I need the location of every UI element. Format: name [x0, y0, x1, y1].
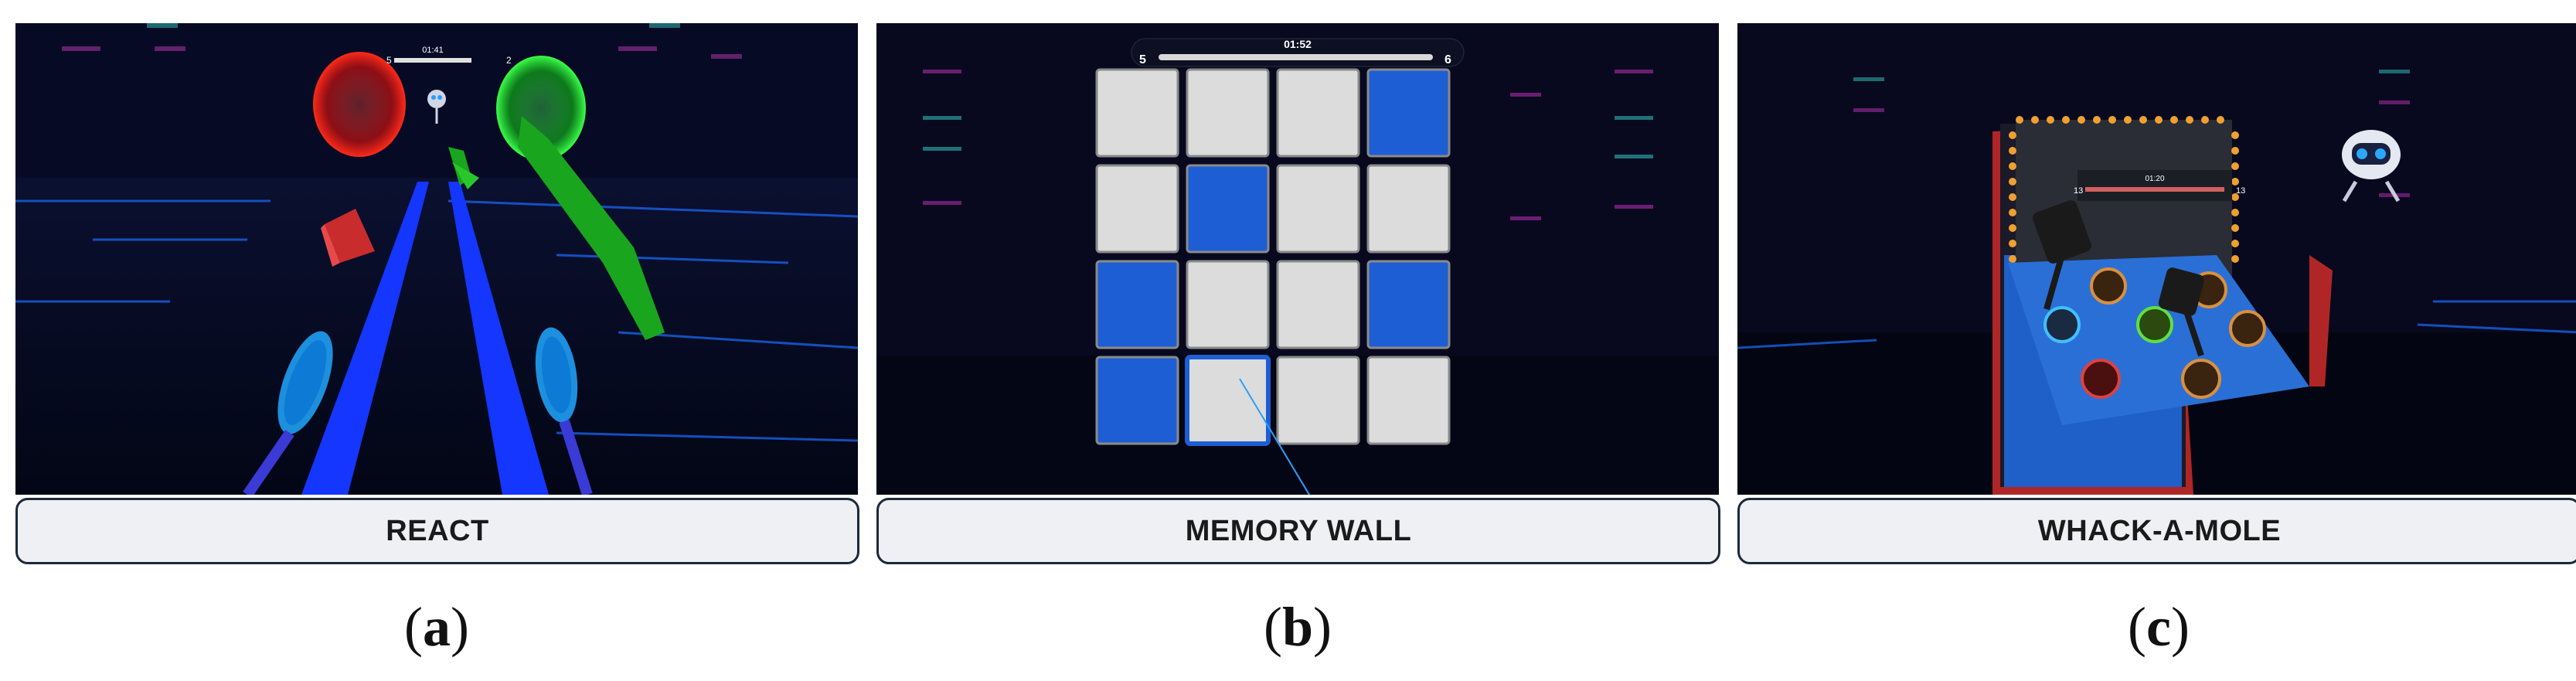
react-scene: 5 01:41 2: [15, 23, 858, 495]
whack-a-mole-label: WHACK-A-MOLE: [2037, 514, 2282, 547]
memory-wall-label-bar: MEMORY WALL: [876, 498, 1720, 564]
right-mallet: [2158, 267, 2204, 357]
caption-a: (a): [404, 596, 469, 658]
memory-tile-selected[interactable]: [1185, 355, 1271, 446]
memory-tile-gray[interactable]: [1366, 164, 1451, 254]
caption-c: (c): [2128, 596, 2190, 658]
whack-a-mole-game-screenshot: 13 01:20 13: [1737, 23, 2576, 495]
whack-hud-left-score: 13: [2074, 186, 2083, 196]
green-arrow: [518, 116, 665, 340]
memory-hud: 5 01:52 6: [1131, 38, 1465, 67]
memory-tile-gray[interactable]: [1366, 356, 1451, 445]
memory-tile-gray[interactable]: [1095, 164, 1179, 254]
panel-whack-a-mole: 13 01:20 13: [1737, 0, 2576, 681]
right-lane: [448, 182, 549, 495]
memory-tile-gray[interactable]: [1276, 68, 1360, 158]
panel-memory-wall: 5 01:52 6 MEMORY WALL (b): [876, 0, 1720, 681]
memory-tile-blue[interactable]: [1366, 260, 1451, 349]
react-game-screenshot: 5 01:41 2: [15, 23, 858, 495]
pointer-ray: [1239, 378, 1310, 495]
memory-hud-timer: 01:52: [1284, 38, 1312, 50]
left-racket: [243, 331, 333, 495]
whack-a-mole-scene: 13 01:20 13: [1737, 23, 2576, 495]
react-hud-timer: 01:41: [422, 46, 444, 55]
memory-tile-gray[interactable]: [1276, 164, 1360, 254]
memory-hud-right-score: 6: [1445, 53, 1451, 66]
react-hud: 5 01:41 2: [386, 46, 512, 66]
memory-tile-gray[interactable]: [1095, 68, 1179, 158]
memory-tile-blue[interactable]: [1095, 260, 1179, 349]
memory-wall-game-screenshot: 5 01:52 6: [876, 23, 1719, 495]
left-lane: [301, 182, 429, 495]
right-racket: [535, 327, 593, 495]
memory-wall-scene: 5 01:52 6: [876, 23, 1719, 495]
react-label-bar: REACT: [15, 498, 859, 564]
react-hud-right-score: 2: [506, 55, 512, 66]
memory-tile-gray[interactable]: [1276, 356, 1360, 445]
caption-b: (b): [1263, 596, 1332, 658]
memory-tile-grid: [1095, 68, 1451, 446]
whack-hud-timer: 01:20: [2145, 175, 2164, 183]
robot-icon: [427, 90, 446, 124]
memory-tile-gray[interactable]: [1186, 68, 1270, 158]
whack-hud-right-score: 13: [2236, 186, 2245, 196]
left-mallet: [2033, 200, 2091, 311]
mole-holes: [2043, 267, 2266, 399]
memory-wall-label: MEMORY WALL: [1185, 514, 1412, 547]
red-block: [325, 209, 375, 263]
memory-tile-gray[interactable]: [1276, 260, 1360, 349]
react-label: REACT: [386, 514, 489, 547]
memory-hud-left-score: 5: [1139, 53, 1146, 66]
red-target: [313, 52, 406, 157]
memory-tile-blue[interactable]: [1095, 356, 1179, 445]
memory-tile-gray[interactable]: [1186, 260, 1270, 349]
memory-tile-blue[interactable]: [1186, 164, 1270, 254]
whack-a-mole-label-bar: WHACK-A-MOLE: [1737, 498, 2576, 564]
react-hud-left-score: 5: [386, 55, 392, 66]
panel-react: 5 01:41 2: [15, 0, 859, 681]
green-target: [496, 56, 586, 161]
robot-icon: [2342, 130, 2401, 203]
caption-b-letter: b: [1281, 596, 1314, 658]
caption-a-letter: a: [423, 596, 451, 658]
caption-c-letter: c: [2146, 596, 2171, 658]
memory-tile-blue[interactable]: [1366, 68, 1451, 158]
